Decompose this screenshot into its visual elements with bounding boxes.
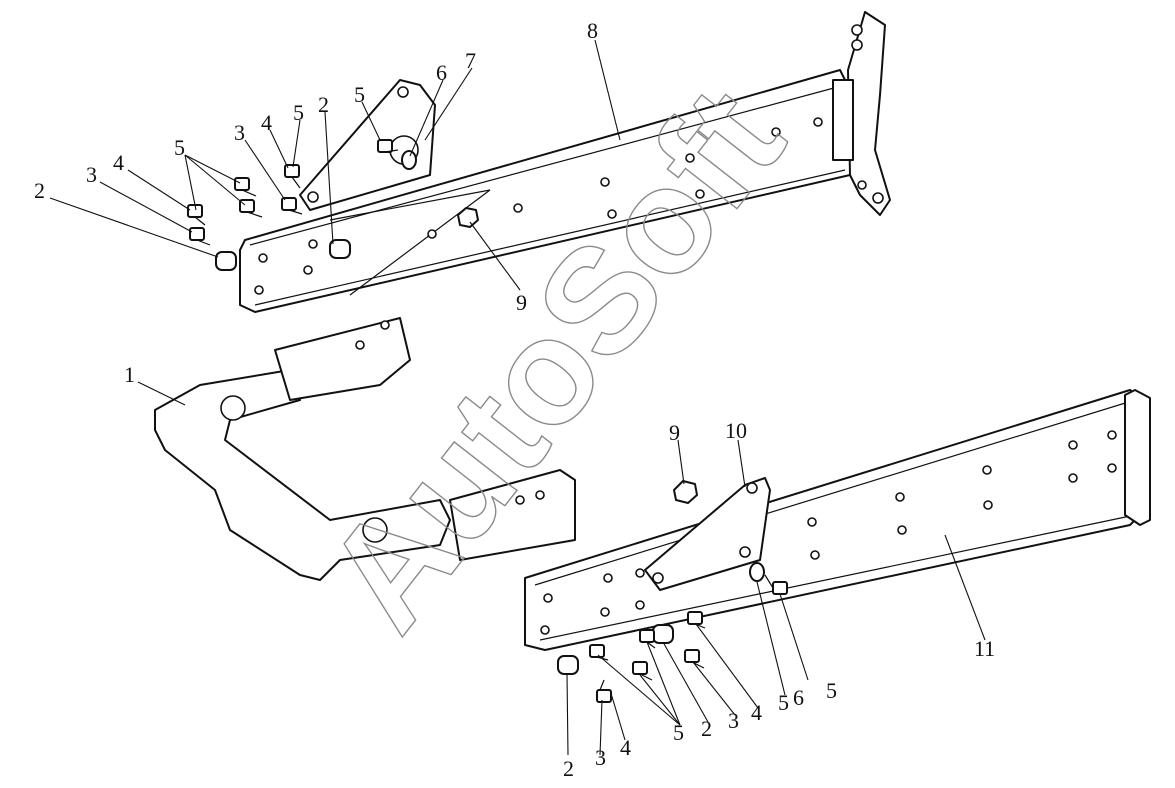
callout-4-upper-mid: 4 (261, 110, 272, 135)
leader-lines (49, 39, 986, 756)
upper-side-member (239, 11, 891, 313)
callout-5-upper-mid: 5 (293, 100, 304, 125)
washers (401, 150, 765, 582)
front-cross-frame (154, 317, 576, 581)
callout-5-upper-left: 5 (174, 135, 185, 160)
callout-labels: 1 2 3 4 5 3 4 5 2 5 6 7 8 9 9 10 11 2 3 … (34, 18, 995, 781)
callout-5-upper-bracket: 5 (354, 82, 365, 107)
callout-2-upper-mid: 2 (318, 92, 329, 117)
callout-6-lower: 6 (793, 685, 804, 710)
callout-2-upper-left: 2 (34, 178, 45, 203)
callout-3-lower-left: 3 (595, 745, 606, 770)
callout-8: 8 (587, 18, 598, 43)
callout-6-upper: 6 (436, 60, 447, 85)
bolts (187, 139, 788, 703)
callout-2-lower-left: 2 (563, 756, 574, 781)
callout-4-lower-mid: 4 (751, 700, 762, 725)
bushings (215, 239, 674, 675)
callout-4-upper-left: 4 (113, 150, 124, 175)
callout-5-lower-mid: 5 (673, 720, 684, 745)
callout-5-lower-right: 5 (778, 690, 789, 715)
callout-1: 1 (124, 362, 135, 387)
callout-10: 10 (725, 418, 747, 443)
lower-side-member (524, 389, 1151, 651)
nuts (457, 207, 698, 504)
callout-3-upper-mid: 3 (234, 120, 245, 145)
callout-3-lower-mid: 3 (728, 708, 739, 733)
callout-9-lower: 9 (669, 420, 680, 445)
callout-11: 11 (974, 636, 995, 661)
callout-7: 7 (465, 48, 476, 73)
callout-2-lower-mid: 2 (701, 716, 712, 741)
callout-5-lower-far-right: 5 (826, 678, 837, 703)
callout-9-upper: 9 (516, 290, 527, 315)
callout-4-lower-left: 4 (620, 735, 631, 760)
callout-3-upper-left: 3 (86, 162, 97, 187)
